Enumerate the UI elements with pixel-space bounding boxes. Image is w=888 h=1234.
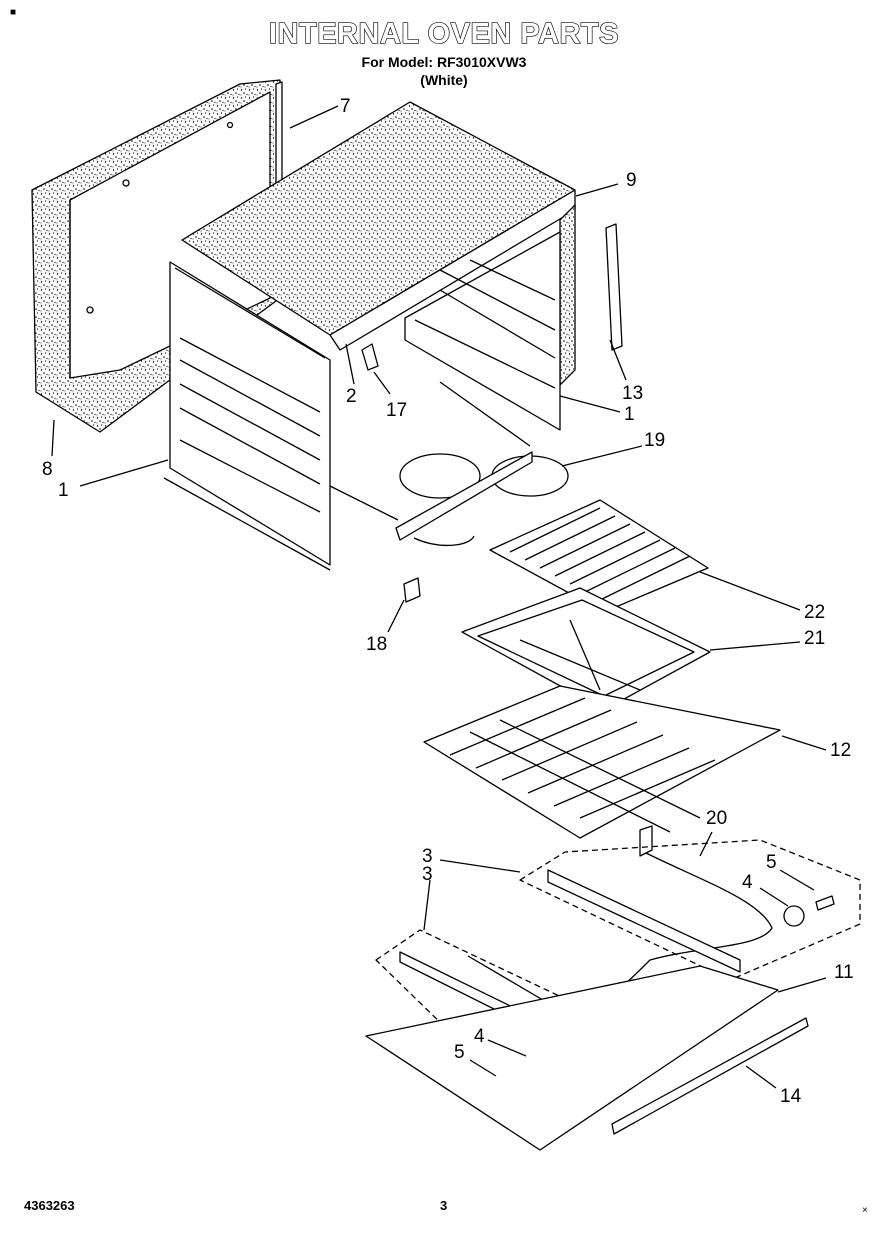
- callout-2: 2: [346, 386, 357, 407]
- registration-mark-top-left: ■: [10, 7, 17, 18]
- screw-part-5-upper: [815, 895, 835, 911]
- callout-5-lower: 5: [454, 1042, 465, 1063]
- bracket-part-17: [361, 343, 379, 371]
- sensor-bushing-part-4-upper: [783, 905, 805, 927]
- callout-12: 12: [830, 740, 851, 761]
- callout-4-lower: 4: [474, 1026, 485, 1047]
- model-line: For Model: RF3010XVW3: [361, 54, 527, 70]
- oven-side-liner-right-part-1: [404, 231, 561, 431]
- front-trim-part-14: [611, 1017, 809, 1135]
- callout-9: 9: [626, 170, 637, 191]
- callout-4-upper: 4: [742, 872, 753, 893]
- trim-strip-part-13: [605, 223, 623, 351]
- page-title: INTERNAL OVEN PARTS: [268, 17, 619, 50]
- color-line: (White): [420, 72, 468, 88]
- callout-21: 21: [804, 628, 825, 649]
- registration-mark-bottom-right: ×: [862, 1205, 868, 1216]
- callout-8: 8: [42, 459, 53, 480]
- callout-7: 7: [340, 96, 351, 117]
- document-number: 4363263: [24, 1198, 75, 1213]
- page-number: 3: [440, 1198, 448, 1213]
- bake-element-part-19: [329, 381, 569, 547]
- callout-3-upper: 3: [422, 846, 433, 867]
- callout-1-right: 1: [624, 404, 635, 425]
- callout-22: 22: [804, 602, 825, 623]
- oven-rack-part-12: [423, 685, 781, 839]
- callout-leaders: [51, 105, 827, 1089]
- callout-5-upper: 5: [766, 852, 777, 873]
- callout-13: 13: [622, 383, 643, 404]
- top-insulation-part-9: [181, 101, 576, 386]
- sensor-part-18: [403, 577, 421, 603]
- oven-bottom-part-11: [365, 965, 779, 1151]
- callout-14: 14: [780, 1086, 802, 1107]
- broiler-pan-part-21: [461, 587, 711, 711]
- callout-labels: 7 9 13 8 1 2 17 1 19 18 22 21 12 20 3 5 …: [42, 96, 854, 1107]
- callout-19: 19: [644, 430, 665, 451]
- callout-11: 11: [834, 962, 854, 983]
- broiler-grid-part-22: [489, 499, 709, 613]
- callout-17: 17: [386, 400, 407, 421]
- callout-20: 20: [706, 808, 727, 829]
- callout-3-lower: 3: [422, 864, 433, 885]
- oven-side-liner-left-part-1: [163, 261, 331, 571]
- callout-18: 18: [366, 634, 387, 655]
- callout-1-left: 1: [58, 480, 69, 501]
